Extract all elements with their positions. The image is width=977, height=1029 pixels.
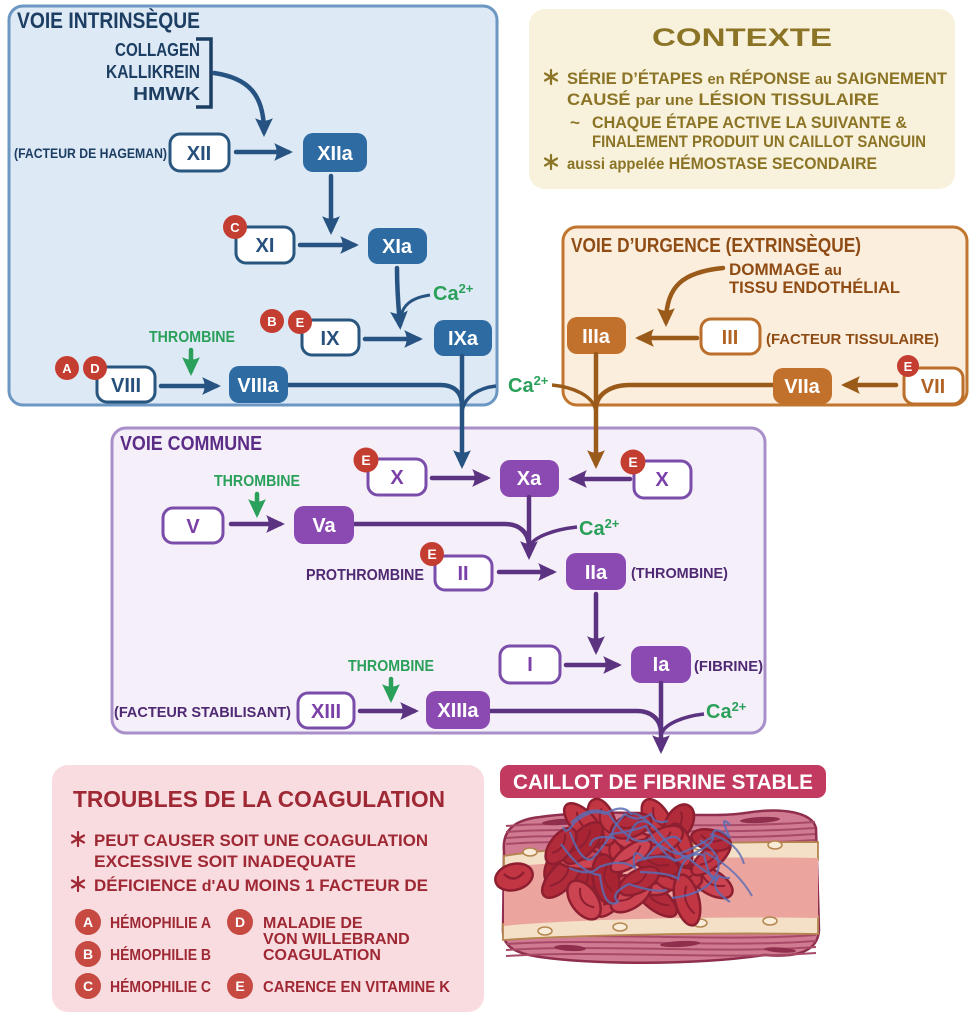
svg-text:VOIE D’URGENCE (EXTRINSÈQUE): VOIE D’URGENCE (EXTRINSÈQUE) xyxy=(571,234,861,257)
svg-text:Ia: Ia xyxy=(653,654,671,676)
svg-text:TROUBLES DE LA COAGULATION: TROUBLES DE LA COAGULATION xyxy=(73,786,445,812)
svg-text:D: D xyxy=(235,914,245,930)
svg-text:E: E xyxy=(296,315,305,330)
svg-text:HÉMOPHILIE A: HÉMOPHILIE A xyxy=(110,913,211,932)
svg-text:VIII: VIII xyxy=(111,375,141,397)
svg-text:Ca2+: Ca2+ xyxy=(508,373,549,397)
svg-text:III: III xyxy=(722,327,739,349)
svg-text:E: E xyxy=(427,546,436,562)
svg-text:XIa: XIa xyxy=(382,236,413,258)
svg-text:VIIa: VIIa xyxy=(784,376,820,398)
svg-text:(FACTEUR TISSULAIRE): (FACTEUR TISSULAIRE) xyxy=(766,331,939,348)
svg-text:VOIE COMMUNE: VOIE COMMUNE xyxy=(120,433,262,455)
svg-text:PROTHROMBINE: PROTHROMBINE xyxy=(306,567,424,584)
svg-text:~: ~ xyxy=(570,113,580,132)
svg-text:IIIa: IIIa xyxy=(582,326,611,348)
svg-text:D: D xyxy=(90,361,99,376)
svg-text:X: X xyxy=(390,467,404,489)
svg-text:MALADIE DE: MALADIE DE xyxy=(263,915,363,932)
svg-text:(FACTEUR DE HAGEMAN): (FACTEUR DE HAGEMAN) xyxy=(14,145,167,161)
svg-text:IXa: IXa xyxy=(448,328,479,350)
svg-text:XIIa: XIIa xyxy=(317,143,353,165)
svg-text:THROMBINE: THROMBINE xyxy=(348,658,434,675)
svg-text:HÉMOPHILIE C: HÉMOPHILIE C xyxy=(110,977,211,996)
svg-text:PEUT CAUSER SOIT UNE COAGULATI: PEUT CAUSER SOIT UNE COAGULATION xyxy=(94,831,428,850)
svg-text:TISSU ENDOTHÉLIAL: TISSU ENDOTHÉLIAL xyxy=(729,278,900,297)
svg-text:E: E xyxy=(361,452,370,468)
svg-text:THROMBINE: THROMBINE xyxy=(149,329,235,346)
svg-text:VII: VII xyxy=(921,376,945,398)
svg-text:E: E xyxy=(628,454,637,470)
svg-text:VOIE INTRINSÈQUE: VOIE INTRINSÈQUE xyxy=(17,8,200,33)
svg-text:FINALEMENT PRODUIT UN CAILLOT: FINALEMENT PRODUIT UN CAILLOT SANGUIN xyxy=(592,132,926,151)
svg-text:HMWK: HMWK xyxy=(133,84,200,104)
svg-text:C: C xyxy=(83,978,93,994)
svg-text:COAGULATION: COAGULATION xyxy=(263,947,381,964)
svg-text:KALLIKREIN: KALLIKREIN xyxy=(106,62,200,82)
svg-text:(THROMBINE): (THROMBINE) xyxy=(631,565,728,582)
svg-text:E: E xyxy=(235,978,244,994)
svg-text:CHAQUE ÉTAPE ACTIVE LA SUIVANT: CHAQUE ÉTAPE ACTIVE LA SUIVANTE & xyxy=(592,113,907,132)
svg-text:Va: Va xyxy=(312,515,336,537)
svg-text:XIII: XIII xyxy=(311,701,341,723)
svg-text:IX: IX xyxy=(321,328,341,350)
svg-text:(FIBRINE): (FIBRINE) xyxy=(694,658,763,675)
svg-text:DÉFICIENCE d'AU MOINS 1 FACTEU: DÉFICIENCE d'AU MOINS 1 FACTEUR DE xyxy=(94,876,428,895)
svg-text:V: V xyxy=(186,516,200,538)
svg-text:EXCESSIVE SOIT INADEQUATE: EXCESSIVE SOIT INADEQUATE xyxy=(94,852,356,871)
svg-text:COLLAGEN: COLLAGEN xyxy=(115,40,200,60)
svg-text:aussi appelée HÉMOSTASE SECOND: aussi appelée HÉMOSTASE SECONDAIRE xyxy=(567,154,877,173)
svg-text:IIa: IIa xyxy=(585,562,608,584)
svg-text:CAILLOT DE FIBRINE STABLE: CAILLOT DE FIBRINE STABLE xyxy=(513,771,813,794)
svg-text:XIIIa: XIIIa xyxy=(437,700,479,722)
svg-text:Xa: Xa xyxy=(517,468,542,490)
svg-text:B: B xyxy=(83,946,93,962)
svg-text:II: II xyxy=(457,563,468,585)
svg-text:XII: XII xyxy=(187,143,211,165)
svg-text:VIIIa: VIIIa xyxy=(237,375,279,397)
svg-text:CAUSÉ par une LÉSION TISSULAIR: CAUSÉ par une LÉSION TISSULAIRE xyxy=(567,90,879,109)
svg-text:A: A xyxy=(62,361,72,376)
svg-text:(FACTEUR STABILISANT): (FACTEUR STABILISANT) xyxy=(114,704,291,721)
svg-text:DOMMAGE au: DOMMAGE au xyxy=(729,260,842,279)
svg-text:B: B xyxy=(267,314,276,329)
svg-text:A: A xyxy=(83,914,93,930)
svg-text:VON WILLEBRAND: VON WILLEBRAND xyxy=(263,931,410,948)
svg-text:XI: XI xyxy=(256,235,275,257)
svg-text:X: X xyxy=(655,469,669,491)
svg-text:E: E xyxy=(904,359,913,374)
svg-text:SÉRIE D’ÉTAPES en RÉPONSE au S: SÉRIE D’ÉTAPES en RÉPONSE au SAIGNEMENT xyxy=(567,69,948,88)
svg-text:Ca2+: Ca2+ xyxy=(579,516,620,540)
svg-text:CARENCE EN VITAMINE K: CARENCE EN VITAMINE K xyxy=(263,979,450,996)
svg-text:THROMBINE: THROMBINE xyxy=(214,473,300,490)
svg-text:HÉMOPHILIE B: HÉMOPHILIE B xyxy=(110,945,211,964)
svg-text:C: C xyxy=(230,220,240,235)
svg-text:I: I xyxy=(527,654,533,676)
svg-text:CONTEXTE: CONTEXTE xyxy=(652,24,832,52)
